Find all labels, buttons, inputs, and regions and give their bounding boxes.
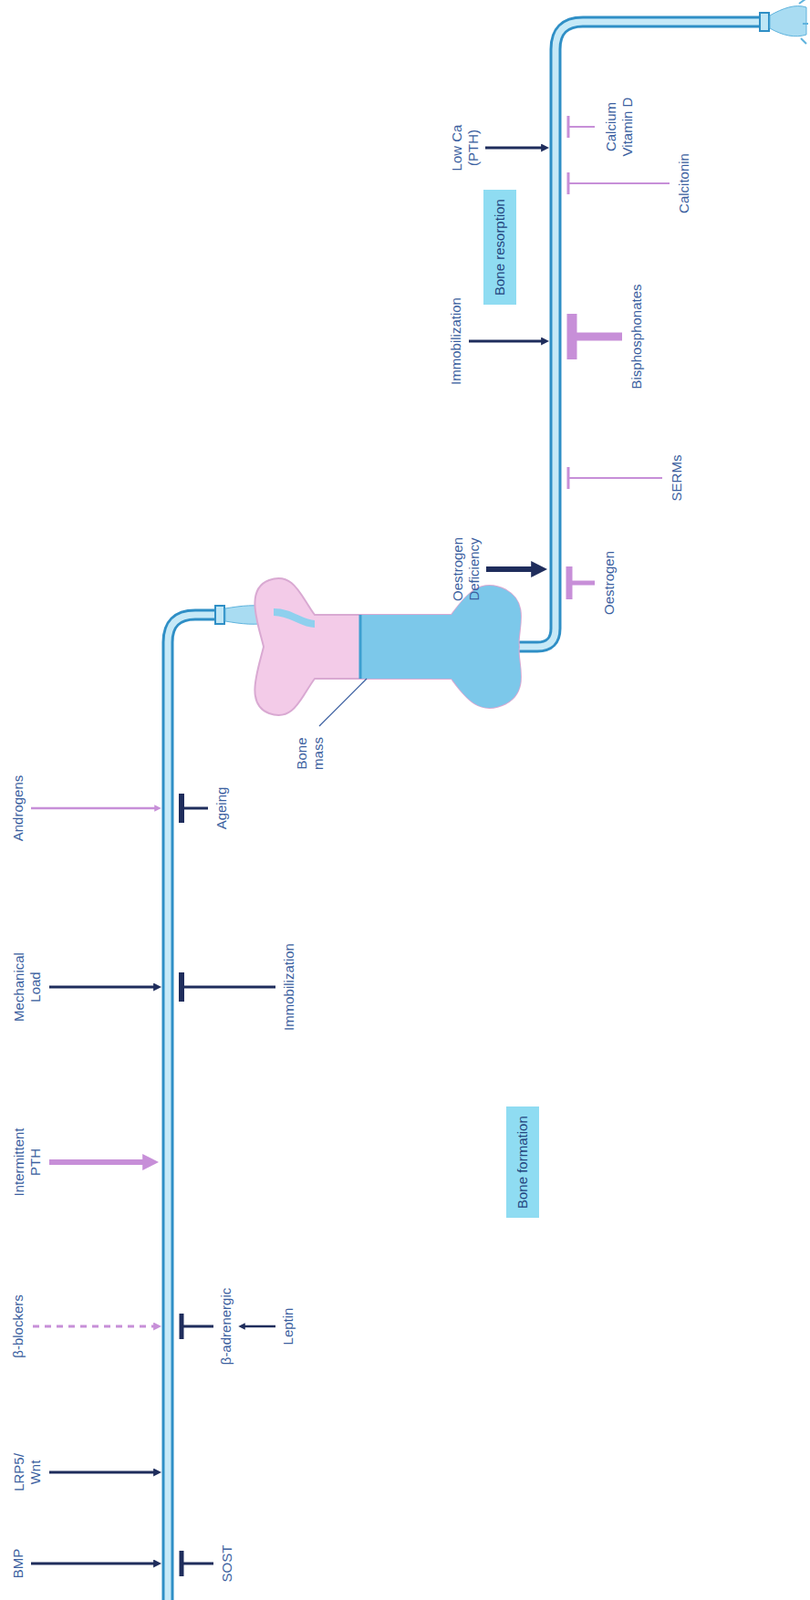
pipe-outline [167,614,218,1600]
pathway-label: SERMs [668,455,686,502]
stimulate-arrow [486,566,533,572]
pathway-label: Oestrogen Deficiency [449,525,483,613]
stimulate-arrow [31,1562,155,1566]
box-text: Bone formation [514,1115,530,1209]
stimulate-arrow [468,340,542,343]
water-inflow [273,612,315,624]
pathway-label: Calcium Vitamin D [602,89,636,165]
box-text: Bone resorption [491,198,508,296]
pipe-outline [510,21,762,647]
water-stream [769,6,807,37]
pipe-inner [167,614,218,1600]
pathway-label: Low Ca (PTH) [448,119,482,177]
pathway-label: Bone mass [293,729,327,778]
pathway-label: Oestrogen [601,550,618,615]
stimulate-arrow [49,1471,155,1475]
pathway-label: BMP [10,1548,27,1579]
pathway-label: Mechanical Load [10,941,44,1033]
process-box: Bone formation [506,1106,540,1218]
pathway-label: Bisphosphonates [628,283,645,389]
pathway-label: Androgens [10,775,27,842]
pathway-label: Calcitonin [675,153,693,214]
faucet-cap [215,605,225,624]
pathway-label: β-adrenergic [218,1287,235,1366]
pathway-label: Intermittent PTH [10,1116,44,1208]
pathway-label: LRP5/ Wnt [10,1445,44,1499]
pathway-label: Ageing [213,787,230,831]
faucet-cap [759,12,769,32]
water-level [359,614,363,679]
water-splash [799,0,809,44]
inhibit-bars [181,793,276,1577]
pathway-label: β-blockers [10,1294,27,1358]
pathway-label: Leptin [280,1308,297,1346]
pathway-label: Immobilization [280,943,298,1031]
stimulate-arrow [32,1325,155,1329]
stimulate-arrow [485,146,542,150]
process-box: Bone resorption [483,189,517,305]
pathway-label: SOST [218,1545,236,1583]
stimulate-arrow [31,807,156,810]
leader-line [319,678,367,727]
inhibit-bars [568,115,670,600]
stimulate-arrow [244,1325,276,1329]
stimulate-arrow [49,986,155,989]
stimulate-arrow [49,1159,145,1165]
pipe-inner [510,21,762,647]
pathway-label: Immobilization [447,297,465,385]
